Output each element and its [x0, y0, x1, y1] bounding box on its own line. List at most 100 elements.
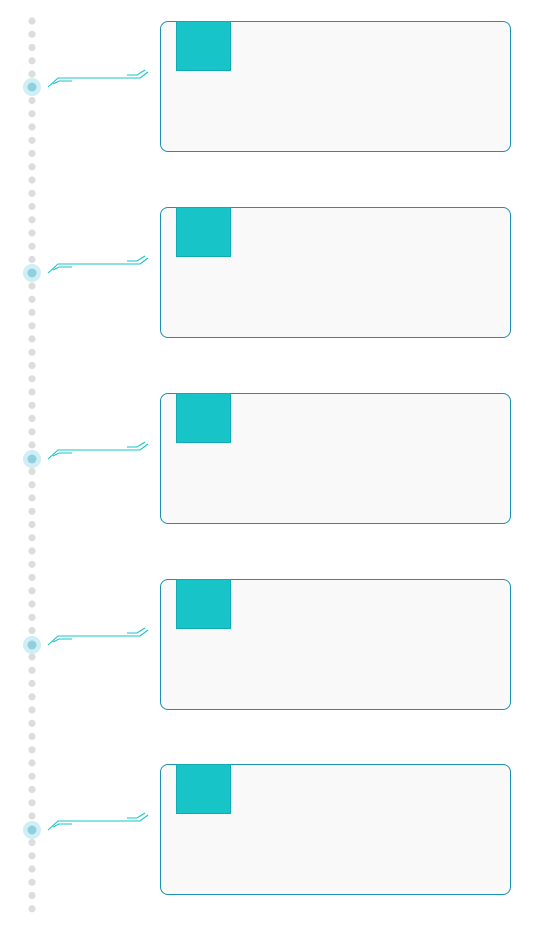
rail-dot: [28, 43, 36, 52]
connector-5-line-2: [52, 823, 72, 828]
rail-dot: [28, 719, 36, 727]
timeline-nodes: [23, 78, 41, 839]
rail-dot: [28, 626, 36, 635]
card-1-number-badge: [176, 21, 231, 71]
rail-dot: [28, 732, 36, 741]
rail-dot: [28, 229, 36, 237]
rail-dot: [28, 799, 36, 807]
connector-1: [47, 69, 149, 88]
rail-dot: [28, 467, 36, 476]
rail-dot: [28, 653, 36, 661]
rail-dot: [28, 322, 36, 330]
rail-dot: [28, 96, 36, 105]
connector-5-line-1: [47, 814, 149, 831]
connector-4: [47, 627, 149, 646]
card-5-number-badge: [176, 764, 231, 814]
rail-dot: [28, 388, 36, 396]
timeline-node-2: [27, 268, 37, 278]
timeline-card-1: [160, 21, 511, 152]
connector-3-line-2: [52, 452, 72, 457]
rail-dot: [28, 865, 36, 873]
rail-dot: [28, 507, 36, 515]
rail-dot: [28, 838, 36, 847]
rail-dot: [28, 17, 36, 25]
connector-3-line-3: [127, 441, 146, 448]
timeline-card-4: [160, 579, 511, 710]
rail-dot: [28, 189, 36, 197]
rail-dot: [28, 891, 36, 900]
connector-4-line-1: [47, 629, 149, 646]
connector-4-line-2: [52, 638, 72, 643]
card-2-number-badge: [176, 207, 231, 257]
timeline-node-5: [27, 825, 37, 835]
rail-dot: [28, 852, 36, 860]
connector-5: [47, 812, 149, 831]
rail-dot: [28, 547, 36, 555]
rail-dot: [28, 785, 36, 794]
rail-dot: [28, 70, 36, 78]
timeline-node-4: [27, 640, 37, 650]
rail-dot: [28, 905, 36, 913]
rail-dot: [28, 255, 36, 264]
card-3-number-badge: [176, 393, 231, 443]
rail-dot: [28, 587, 36, 595]
rail-dot: [28, 706, 36, 714]
connector-4-line-3: [127, 627, 146, 634]
connector-1-line-2: [52, 80, 72, 85]
rail-dot: [28, 30, 36, 38]
rail-dot: [28, 361, 36, 370]
card-4-number-badge: [176, 579, 231, 629]
rail-dot: [28, 600, 36, 608]
rail-dot: [28, 308, 36, 317]
rail-dot: [28, 772, 36, 780]
rail-dot: [28, 481, 36, 489]
rail-dot: [28, 176, 36, 184]
rail-dot: [28, 759, 36, 767]
timeline-node-1: [27, 82, 37, 92]
rail-dot: [28, 746, 36, 754]
timeline-card-3: [160, 393, 511, 524]
rail-dot: [28, 375, 36, 383]
rail-dot: [28, 428, 36, 436]
rail-dot: [28, 216, 36, 224]
rail-dot: [28, 666, 36, 674]
connector-3: [47, 441, 149, 460]
timeline-card-5: [160, 764, 511, 895]
rail-dot: [28, 110, 36, 118]
timeline-card-2: [160, 207, 511, 338]
rail-dot: [28, 136, 36, 144]
rail-dot: [28, 242, 36, 250]
rail-dot: [28, 693, 36, 701]
rail-dot: [28, 295, 36, 303]
rail-dot: [28, 414, 36, 423]
rail-dot: [28, 679, 36, 688]
connector-2-line-1: [47, 257, 149, 274]
rail-dot: [28, 149, 36, 158]
connectors: [47, 69, 149, 831]
rail-dot: [28, 878, 36, 886]
connector-1-line-1: [47, 71, 149, 88]
connector-2-line-2: [52, 266, 72, 271]
connector-3-line-1: [47, 443, 149, 460]
rail-dot: [28, 534, 36, 542]
rail-dot: [28, 282, 36, 290]
rail-dot: [28, 335, 36, 343]
rail-dot: [28, 613, 36, 621]
rail-dot: [28, 560, 36, 568]
rail-dot: [28, 163, 36, 171]
connector-1-line-3: [127, 69, 146, 76]
rail-dot: [28, 202, 36, 211]
rail-dot: [28, 494, 36, 502]
rail-dot: [28, 441, 36, 449]
rail-dot: [28, 573, 36, 582]
connector-5-line-3: [127, 812, 146, 819]
rail-dot: [28, 348, 36, 356]
connector-2-line-3: [127, 255, 146, 262]
connector-2: [47, 255, 149, 274]
rail-dot: [28, 401, 36, 409]
rail-dot: [28, 520, 36, 529]
rail-dot: [28, 812, 36, 820]
timeline-node-3: [27, 454, 37, 464]
